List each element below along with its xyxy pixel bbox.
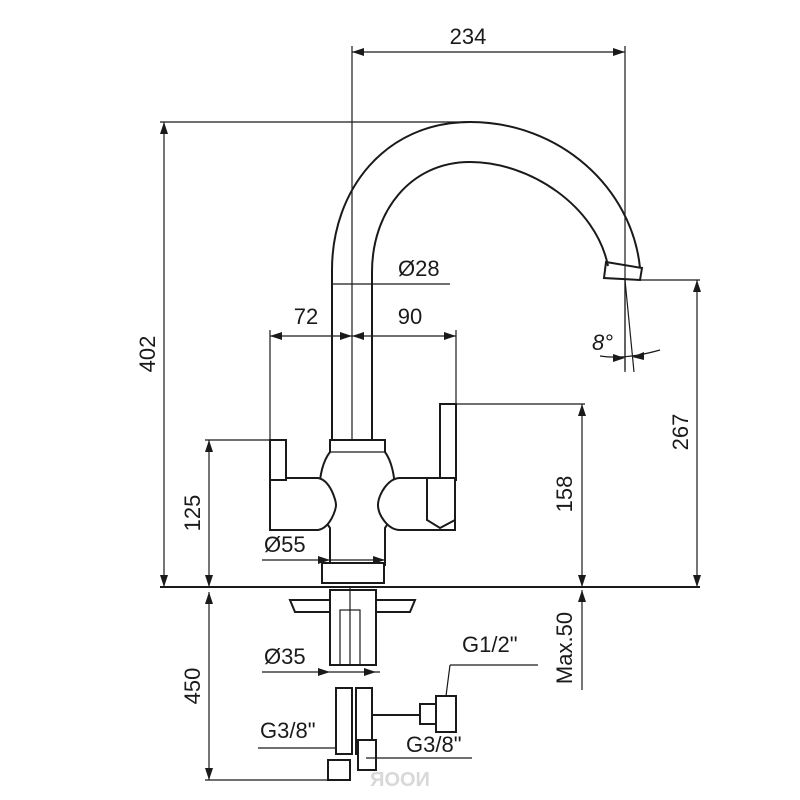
label-450: 450 xyxy=(180,668,205,705)
arrow-158-bottom xyxy=(578,575,586,587)
hose-fitting-left xyxy=(327,759,351,781)
label-thread-g12: G1/2" xyxy=(462,632,518,657)
dimension-labels: 234 402 Ø28 72 90 8° 267 158 125 Ø55 450… xyxy=(135,24,693,757)
arrow-max50-top xyxy=(578,590,586,602)
hose-fitting-right xyxy=(357,739,377,771)
label-125: 125 xyxy=(180,495,205,532)
arrow-90-left xyxy=(352,332,364,340)
arrow-450-bottom xyxy=(205,768,213,780)
side-valve-cap xyxy=(419,703,437,725)
right-lever xyxy=(439,403,457,481)
arrow-35-right xyxy=(364,668,376,676)
arrow-234-left xyxy=(352,48,364,56)
arrow-267-top xyxy=(693,280,701,292)
arrow-72-left xyxy=(270,332,282,340)
label-72: 72 xyxy=(294,304,318,329)
label-90: 90 xyxy=(398,304,422,329)
label-234: 234 xyxy=(450,24,487,49)
label-267: 267 xyxy=(668,414,693,451)
arrow-angle-right xyxy=(632,352,644,360)
arrow-90-right xyxy=(444,332,456,340)
base-ring xyxy=(321,562,385,584)
arrow-125-bottom xyxy=(205,575,213,587)
arrow-267-bottom xyxy=(693,575,701,587)
mounting-shank xyxy=(329,589,377,666)
spout-tip xyxy=(602,260,644,282)
arrow-angle-left xyxy=(613,354,625,362)
left-lever xyxy=(269,439,287,481)
side-valve xyxy=(435,695,457,733)
leader-g12-drop xyxy=(445,664,451,697)
label-angle-8: 8° xyxy=(592,330,613,355)
watermark: ЯООИ xyxy=(370,769,430,791)
arrow-125-top xyxy=(205,440,213,452)
dimension-lines xyxy=(160,46,701,781)
label-diameter-55: Ø55 xyxy=(264,532,306,557)
arrow-55-left xyxy=(318,556,330,564)
arrow-158-top xyxy=(578,404,586,416)
angle-arc xyxy=(599,349,661,358)
label-402: 402 xyxy=(135,336,160,373)
spout-outer xyxy=(331,120,641,440)
label-diameter-35: Ø35 xyxy=(264,644,306,669)
label-max-50: Max.50 xyxy=(552,612,577,684)
label-thread-g38-right: G3/8" xyxy=(406,732,462,757)
arrow-402-top xyxy=(160,122,168,134)
arrow-234-right xyxy=(613,48,625,56)
hose-left xyxy=(335,687,353,755)
arrow-55-right xyxy=(373,556,385,564)
left-handle xyxy=(269,477,338,531)
faucet-outline xyxy=(160,120,700,781)
angle-line-tilted xyxy=(624,279,635,373)
arrow-450-top xyxy=(205,592,213,604)
label-158: 158 xyxy=(552,476,577,513)
arrow-72-right xyxy=(340,332,352,340)
arrow-35-left xyxy=(318,668,330,676)
right-handle-end xyxy=(426,477,456,530)
spout-inner xyxy=(371,160,609,440)
label-thread-g38-left: G3/8" xyxy=(260,718,316,743)
label-diameter-28: Ø28 xyxy=(398,256,440,281)
arrow-402-bottom xyxy=(160,575,168,587)
